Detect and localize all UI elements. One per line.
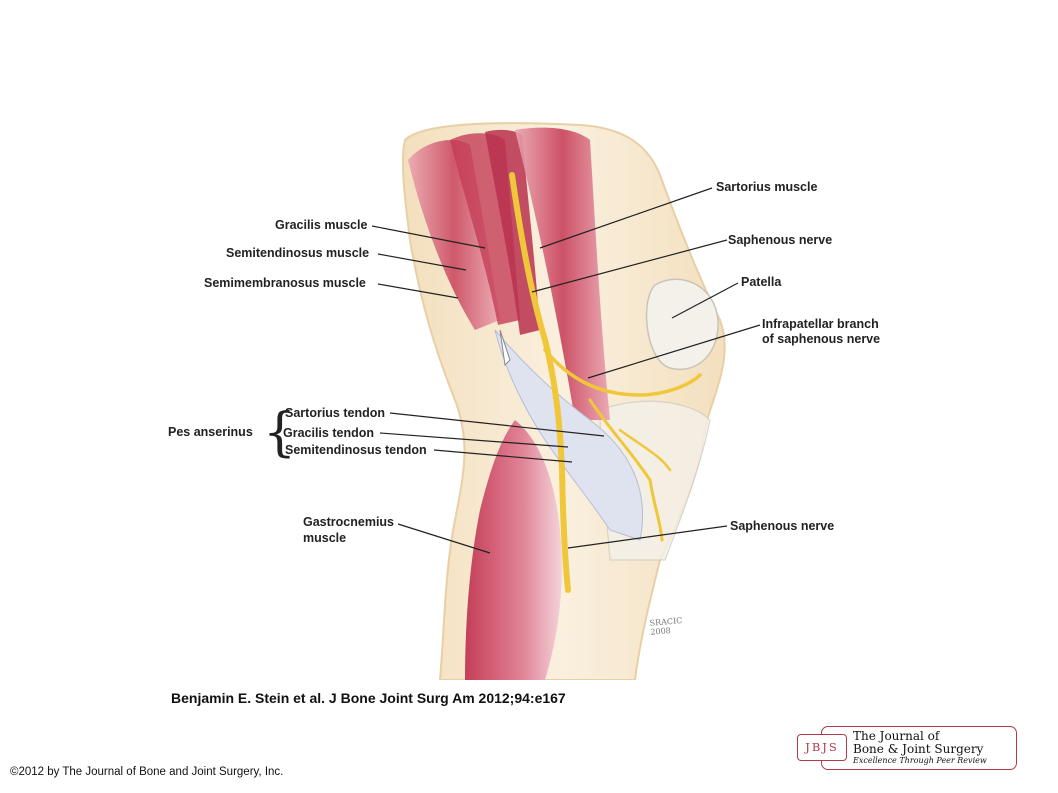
label-semimembranosus-muscle: Semimembranosus muscle — [204, 276, 366, 290]
gracilis-muscle-shape — [485, 129, 540, 335]
citation-text: Benjamin E. Stein et al. J Bone Joint Su… — [171, 690, 566, 706]
logo-tagline: Excellence Through Peer Review — [853, 756, 987, 765]
copyright-text: ©2012 by The Journal of Bone and Joint S… — [10, 766, 284, 778]
brace-icon: { — [263, 403, 297, 463]
label-gastrocnemius: Gastrocnemius — [303, 515, 395, 529]
label-pes-anserinus: Pes anserinus — [168, 425, 253, 439]
label-infrapatellar-branch: Infrapatellar branch — [762, 317, 879, 331]
infrapatellar-branch-shape — [543, 348, 702, 397]
knee-anatomy-illustration — [371, 122, 761, 680]
label-saphenous-nerve-top: Saphenous nerve — [728, 233, 833, 247]
label-saphenous-nerve-bottom: Saphenous nerve — [730, 519, 835, 533]
logo-line2: Bone & Joint Surgery — [853, 742, 984, 756]
jbjs-logo: JBJS The Journal of Bone & Joint Surgery… — [789, 726, 1017, 770]
logo-abbrev: JBJS — [797, 734, 847, 761]
label-sartorius-tendon: Sartorius tendon — [285, 406, 386, 420]
label-gracilis-tendon: Gracilis tendon — [283, 426, 374, 440]
label-semitendinosus-tendon: Semitendinosus tendon — [285, 443, 427, 457]
label-semitendinosus-muscle: Semitendinosus muscle — [226, 246, 370, 260]
logo-line1: The Journal of — [853, 729, 940, 743]
label-gracilis-muscle: Gracilis muscle — [275, 218, 368, 232]
label-patella: Patella — [741, 275, 782, 289]
leader-lines — [371, 187, 761, 554]
patella-bone — [645, 278, 719, 371]
saphenous-nerve-shape — [509, 172, 571, 593]
artist-signature: SRACIC 2008 — [649, 616, 683, 637]
label-sartorius-muscle: Sartorius muscle — [716, 180, 818, 194]
sartorius-muscle-shape — [515, 127, 610, 420]
label-gastrocnemius-line2: muscle — [303, 531, 347, 545]
label-infrapatellar-branch-line2: of saphenous nerve — [762, 332, 881, 346]
gastrocnemius-muscle-shape — [465, 420, 562, 680]
